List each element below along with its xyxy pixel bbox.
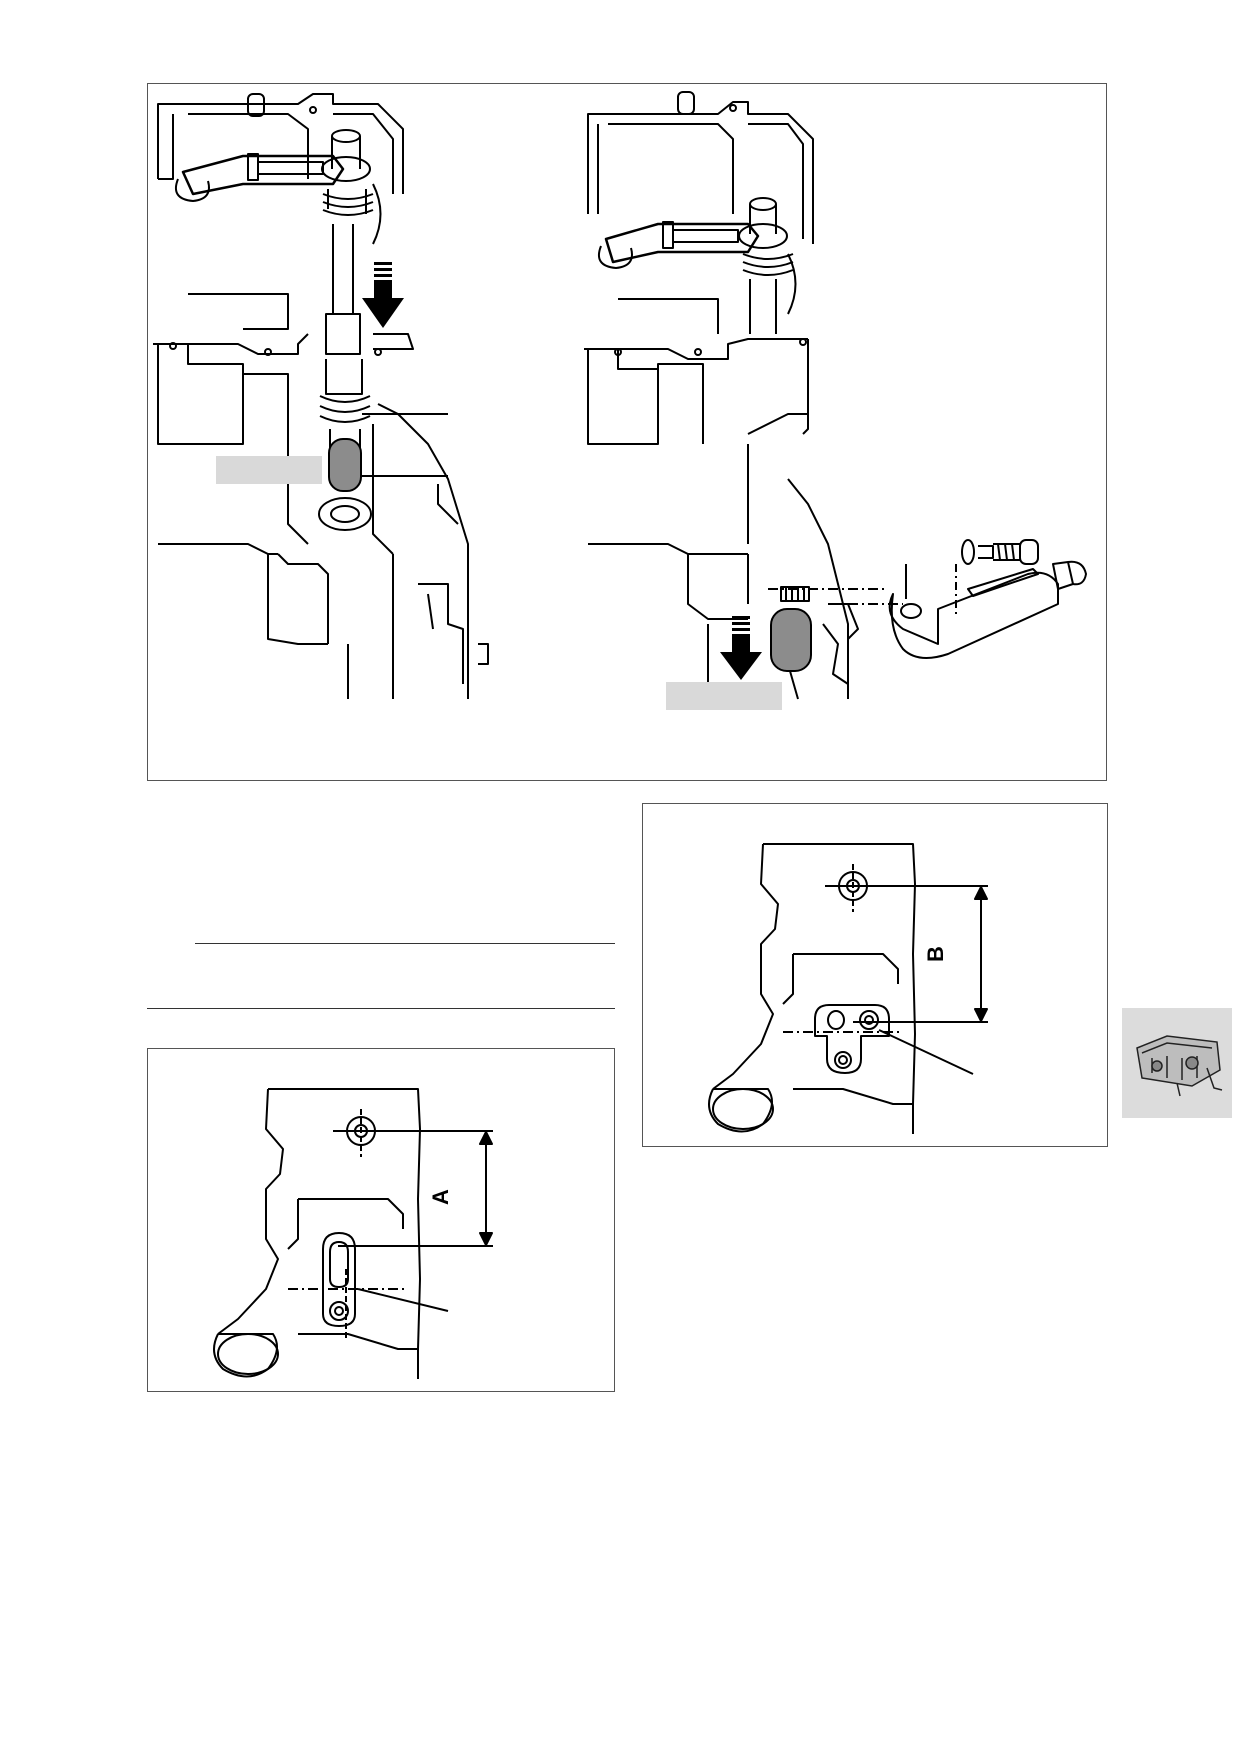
right-top-pin xyxy=(677,91,695,115)
right-pin xyxy=(780,586,810,602)
b-leader-line xyxy=(878,1029,974,1075)
right-screw xyxy=(955,539,1039,614)
right-screw-holes xyxy=(614,104,807,356)
figure-dimension-a: A xyxy=(147,1048,615,1392)
diagram-a: A xyxy=(213,1088,493,1379)
arrow-down-icon xyxy=(362,262,404,328)
separator-full xyxy=(147,1008,615,1009)
right-shaft xyxy=(738,197,797,334)
top-illustration-frame xyxy=(147,83,1107,781)
right-housing-outline xyxy=(584,101,859,700)
diagram-b: B xyxy=(708,843,988,1134)
section-thumbnail[interactable] xyxy=(1122,1008,1232,1118)
dimension-label-a: A xyxy=(428,1189,453,1205)
section-thumbnail-icon xyxy=(1136,1035,1223,1097)
figure-dimension-b: B xyxy=(642,803,1108,1147)
right-callout-box xyxy=(666,682,782,710)
right-lever xyxy=(597,221,760,269)
right-shaded-part xyxy=(770,608,812,672)
separator-short xyxy=(195,943,615,944)
left-callout-box xyxy=(216,456,322,484)
dimension-label-b: B xyxy=(923,946,948,962)
arrow-down-icon xyxy=(720,616,762,680)
top-illustration xyxy=(153,91,1087,710)
a-leader-line xyxy=(357,1288,449,1312)
right-bracket xyxy=(768,560,1087,659)
left-shaded-part xyxy=(328,438,362,492)
left-top-pin xyxy=(247,93,265,117)
left-lever xyxy=(174,153,345,202)
left-screw-holes xyxy=(169,106,382,356)
